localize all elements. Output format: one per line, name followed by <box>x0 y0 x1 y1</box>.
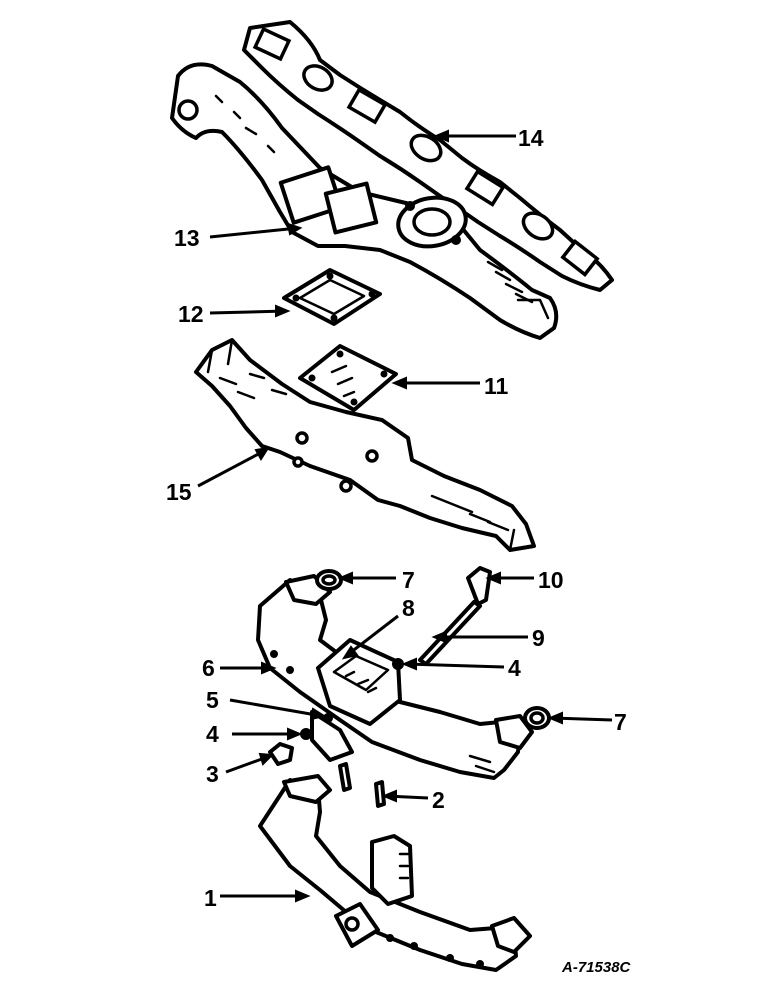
callout-c4a: 4 <box>508 655 521 681</box>
callout-c12: 12 <box>178 301 204 327</box>
callout-c7b: 7 <box>614 709 627 735</box>
callout-c13: 13 <box>174 225 200 251</box>
callout-c1: 1 <box>204 885 217 911</box>
leader-5 <box>229 698 323 718</box>
leader-12 <box>209 309 287 315</box>
part-15-heat-shield <box>194 338 536 552</box>
callout-c9: 9 <box>532 625 545 651</box>
part-7-seal-ring-right <box>523 706 551 730</box>
part-6-intake-manifold <box>256 574 534 780</box>
part-2-stud-right <box>374 780 386 808</box>
part-9-shaft <box>418 600 482 666</box>
part-7-seal-ring-top <box>315 569 343 591</box>
part-14-gasket <box>242 20 614 292</box>
callout-c4b: 4 <box>206 721 219 747</box>
leader-15 <box>197 448 267 488</box>
part-12-gasket <box>282 268 382 326</box>
part-2-stud-left <box>338 762 352 792</box>
callout-c3: 3 <box>206 761 219 787</box>
figure-code: A-71538C <box>561 959 632 976</box>
callout-c7a: 7 <box>402 567 415 593</box>
part-10-lever <box>466 566 492 606</box>
callout-c14: 14 <box>518 125 544 151</box>
callout-c8: 8 <box>402 595 415 621</box>
leader-lines <box>197 129 613 903</box>
part-11-cover-plate <box>298 344 398 412</box>
part-5-valve <box>323 713 333 723</box>
part-3-nut <box>268 742 294 766</box>
callout-c11: 11 <box>484 373 509 399</box>
leader-4a <box>405 662 505 669</box>
callout-c15: 15 <box>166 479 192 505</box>
part-13-exhaust-manifold <box>170 62 559 340</box>
callout-c6: 6 <box>202 655 215 681</box>
callout-c10: 10 <box>538 567 564 593</box>
part-1-exhaust-manifold <box>258 774 532 972</box>
leader-13 <box>209 226 299 239</box>
callout-c5: 5 <box>206 687 219 713</box>
callout-c2: 2 <box>432 787 445 813</box>
leader-8 <box>345 614 399 658</box>
